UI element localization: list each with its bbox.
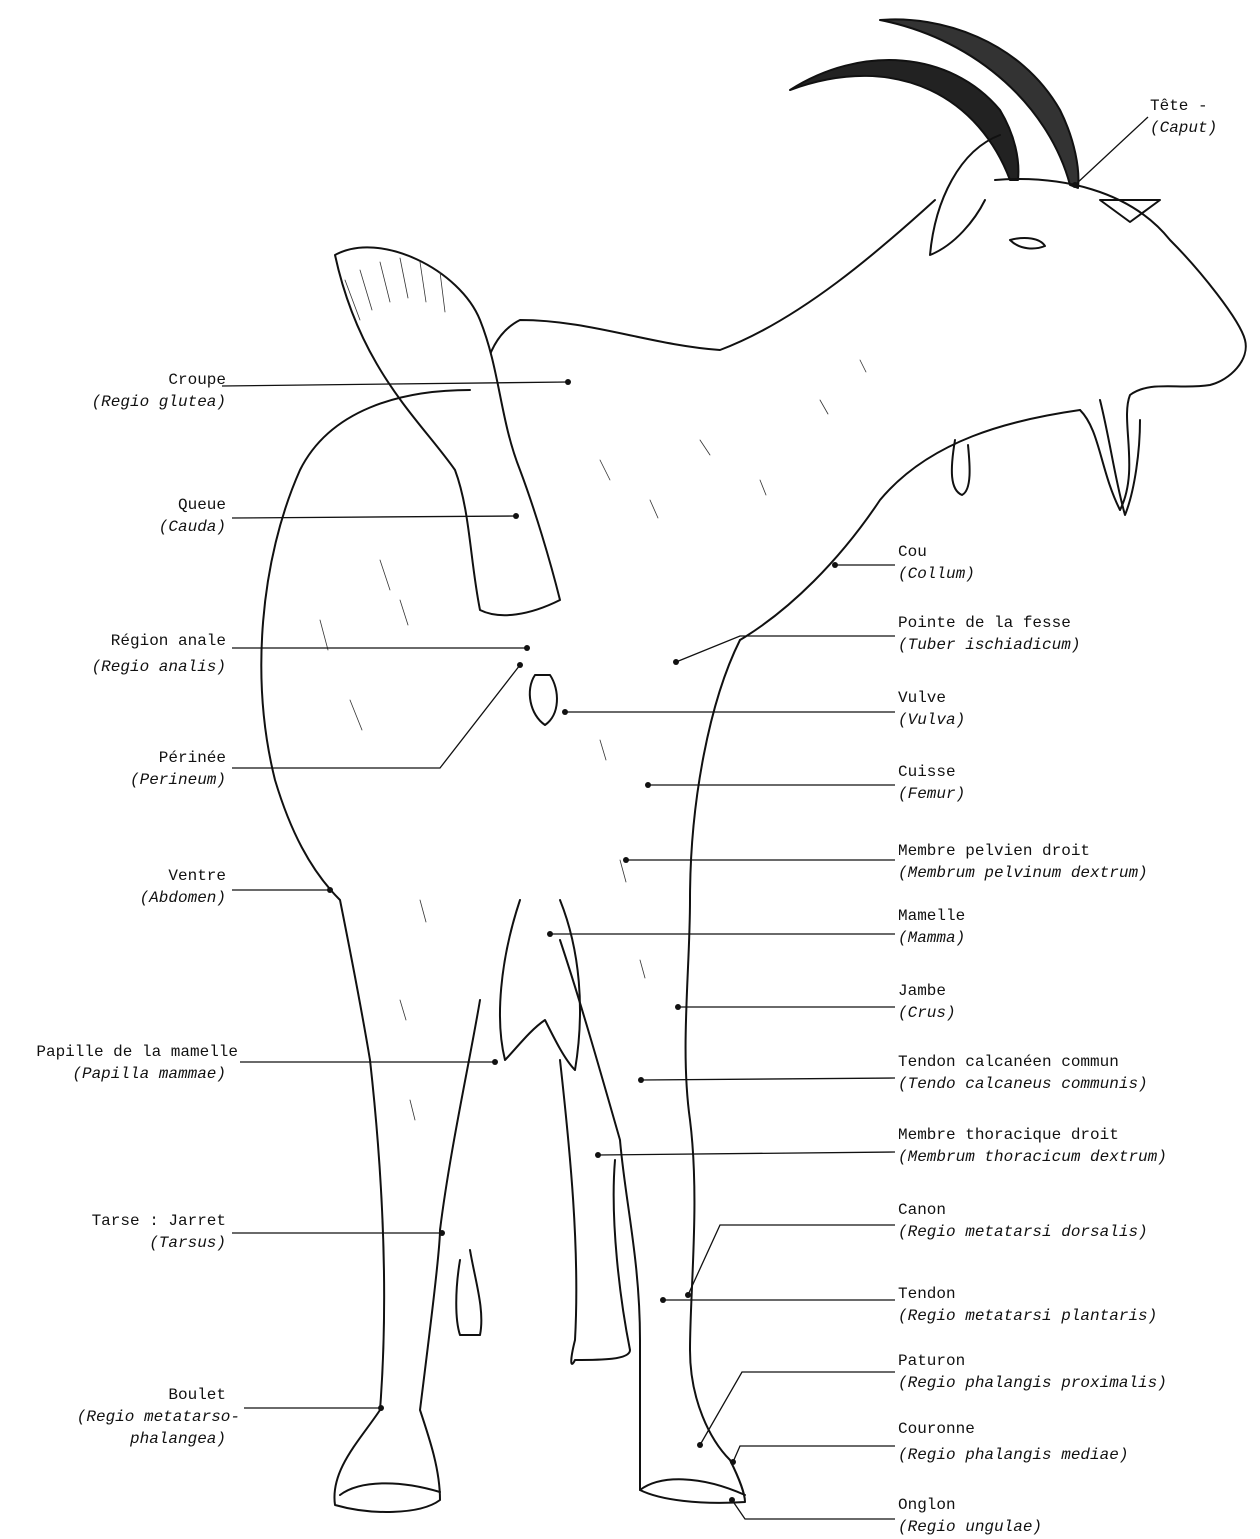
dot-canon bbox=[685, 1292, 691, 1298]
back-line bbox=[485, 200, 935, 370]
dot-boulet bbox=[378, 1405, 384, 1411]
back-leg-right bbox=[456, 1250, 481, 1335]
label-canon: Canon(Regio metatarsi dorsalis) bbox=[898, 1199, 1148, 1243]
dot-membre-pelvien bbox=[623, 857, 629, 863]
leader-membre-thoracique bbox=[598, 1152, 895, 1155]
dot-vulve bbox=[562, 709, 568, 715]
dot-papille bbox=[492, 1059, 498, 1065]
ear bbox=[930, 135, 1000, 255]
label-papille: Papille de la mamelle(Papilla mammae) bbox=[36, 1041, 238, 1085]
leader-perinee bbox=[232, 665, 520, 768]
label-membre-thoracique: Membre thoracique droit(Membrum thoracic… bbox=[898, 1124, 1167, 1168]
leader-tendon-calcaneen bbox=[641, 1078, 895, 1080]
dot-cuisse bbox=[645, 782, 651, 788]
horn-front bbox=[790, 60, 1018, 180]
dot-tarse bbox=[439, 1230, 445, 1236]
dot-ventre bbox=[327, 887, 333, 893]
tail bbox=[335, 247, 560, 615]
dot-jambe bbox=[675, 1004, 681, 1010]
label-tendon-calcaneen: Tendon calcanéen commun(Tendo calcaneus … bbox=[898, 1051, 1148, 1095]
dot-paturon bbox=[697, 1442, 703, 1448]
back-leg-left bbox=[560, 1060, 630, 1364]
label-onglon: Onglon(Regio ungulae) bbox=[898, 1494, 1042, 1538]
dot-tendon-calcaneen bbox=[638, 1077, 644, 1083]
label-region-anale: Région anale(Regio analis) bbox=[92, 630, 226, 678]
leader-pointe-fesse bbox=[676, 636, 895, 662]
leader-canon bbox=[688, 1225, 895, 1295]
head bbox=[995, 179, 1246, 510]
dot-couronne bbox=[730, 1459, 736, 1465]
right-hoof bbox=[640, 1479, 745, 1495]
dot-region-anale bbox=[524, 645, 530, 651]
dot-onglon bbox=[729, 1497, 735, 1503]
label-croupe: Croupe(Regio glutea) bbox=[92, 369, 226, 413]
label-ventre: Ventre(Abdomen) bbox=[140, 865, 226, 909]
eye bbox=[1010, 238, 1045, 248]
label-tendon: Tendon(Regio metatarsi plantaris) bbox=[898, 1283, 1157, 1327]
leader-couronne bbox=[733, 1446, 895, 1462]
vulva bbox=[530, 675, 557, 725]
left-hoof bbox=[340, 1483, 440, 1495]
dot-tete bbox=[1072, 182, 1078, 188]
label-pointe-fesse: Pointe de la fesse(Tuber ischiadicum) bbox=[898, 612, 1080, 656]
left-leg-outline bbox=[261, 390, 480, 1512]
label-jambe: Jambe(Crus) bbox=[898, 980, 956, 1024]
dot-pointe-fesse bbox=[673, 659, 679, 665]
dot-membre-thoracique bbox=[595, 1152, 601, 1158]
label-tete: Tête -(Caput) bbox=[1150, 95, 1217, 139]
label-cou: Cou(Collum) bbox=[898, 541, 975, 585]
label-tarse: Tarse : Jarret(Tarsus) bbox=[92, 1210, 226, 1254]
dot-queue bbox=[513, 513, 519, 519]
label-couronne: Couronne(Regio phalangis mediae) bbox=[898, 1418, 1128, 1466]
dot-cou bbox=[832, 562, 838, 568]
leader-paturon bbox=[700, 1372, 895, 1445]
label-perinee: Périnée(Perineum) bbox=[130, 747, 226, 791]
wattle bbox=[952, 440, 970, 495]
neck-lower bbox=[740, 410, 1080, 640]
label-mamelle: Mamelle(Mamma) bbox=[898, 905, 965, 949]
label-boulet: Boulet(Regio metatarso-phalangea) bbox=[77, 1384, 240, 1450]
dot-perinee bbox=[517, 662, 523, 668]
label-vulve: Vulve(Vulva) bbox=[898, 687, 965, 731]
leader-onglon bbox=[732, 1500, 895, 1519]
udder bbox=[500, 900, 580, 1070]
label-queue: Queue(Cauda) bbox=[159, 494, 226, 538]
right-leg-outline bbox=[560, 640, 745, 1503]
leader-tete bbox=[1075, 117, 1148, 185]
label-cuisse: Cuisse(Femur) bbox=[898, 761, 965, 805]
label-membre-pelvien: Membre pelvien droit(Membrum pelvinum de… bbox=[898, 840, 1148, 884]
ear-right bbox=[1100, 200, 1160, 222]
dot-tendon bbox=[660, 1297, 666, 1303]
beard bbox=[1100, 400, 1140, 515]
dot-croupe bbox=[565, 379, 571, 385]
label-paturon: Paturon(Regio phalangis proximalis) bbox=[898, 1350, 1167, 1394]
dot-mamelle bbox=[547, 931, 553, 937]
